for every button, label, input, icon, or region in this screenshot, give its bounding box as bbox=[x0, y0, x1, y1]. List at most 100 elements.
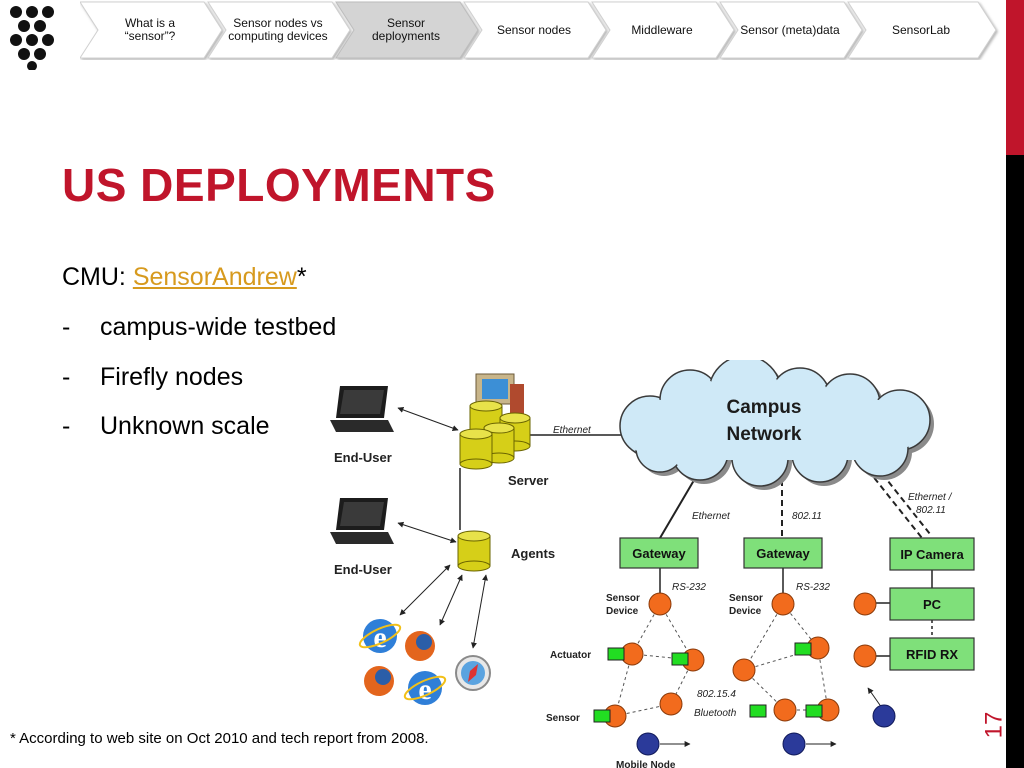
nav-item-label: Sensor (meta)data bbox=[740, 22, 840, 37]
mobile-node bbox=[782, 732, 806, 756]
ethernet-wifi-label: Ethernet / bbox=[908, 492, 953, 503]
nav-item-label: Middleware bbox=[631, 22, 693, 37]
gateway-box bbox=[619, 537, 699, 569]
sensor-device-label: Sensor bbox=[729, 593, 763, 604]
sensor-box bbox=[749, 704, 767, 718]
rfid-box bbox=[889, 637, 975, 671]
cloud-label: Network bbox=[727, 424, 802, 445]
wifi-label: 802.11 bbox=[792, 511, 822, 522]
gateway-label: Gateway bbox=[632, 546, 686, 561]
intro-line: CMU: SensorAndrew* bbox=[62, 263, 307, 292]
sensor-device-label: Device bbox=[606, 606, 639, 617]
browser-agents-arrow bbox=[470, 574, 489, 649]
browser-agents-arrow bbox=[399, 564, 451, 616]
nav-chevron-shapes bbox=[80, 1, 997, 59]
sensor-box bbox=[593, 709, 611, 723]
ip-camera-label: IP Camera bbox=[900, 547, 964, 562]
slide-number-text: 17 bbox=[980, 712, 1007, 739]
mobile-node bbox=[872, 704, 896, 728]
laptop-icon bbox=[330, 386, 394, 432]
pc-box bbox=[889, 587, 975, 621]
slide-title: US DEPLOYMENTS bbox=[62, 159, 496, 211]
zigbee-label: 802.15.4 bbox=[697, 689, 736, 700]
bullet-item: Firefly nodes bbox=[100, 363, 244, 391]
mobile-node-arrow bbox=[867, 687, 883, 709]
ethernet-label: Ethernet bbox=[553, 425, 592, 436]
network-diagram: End-User End-User Server Ethernet Agents… bbox=[330, 360, 975, 768]
nav-item-sensor-nodes[interactable]: Sensor nodes bbox=[482, 0, 586, 60]
top-navigation: What is a “sensor”? Sensor nodes vs comp… bbox=[80, 0, 1000, 60]
actuator-box bbox=[607, 647, 625, 661]
mobile-node bbox=[636, 732, 660, 756]
rs232-label: RS-232 bbox=[796, 582, 830, 593]
bullet-item: Unknown scale bbox=[100, 412, 270, 440]
logo-icon bbox=[10, 6, 54, 70]
side-bar-black bbox=[1006, 0, 1024, 768]
server-label: Server bbox=[508, 473, 548, 488]
intro-suffix: * bbox=[296, 263, 307, 291]
rfid-label: RFID RX bbox=[906, 647, 958, 662]
database-icon bbox=[459, 400, 531, 470]
database-icon bbox=[457, 530, 491, 572]
browser-agents-arrow bbox=[439, 574, 463, 626]
nav-item-label: SensorLab bbox=[891, 22, 951, 37]
firefox-icon bbox=[405, 631, 435, 661]
sensor-label: Sensor bbox=[546, 713, 580, 724]
internet-explorer-icon: e bbox=[403, 671, 447, 706]
sensor-node bbox=[659, 692, 683, 716]
sensor-node bbox=[771, 592, 795, 616]
bullet-dash: - bbox=[62, 412, 71, 440]
agents-label: Agents bbox=[511, 546, 555, 561]
nav-item-middleware[interactable]: Middleware bbox=[610, 0, 714, 60]
mobile-node-label: Mobile Node bbox=[616, 760, 676, 768]
rs232-label: RS-232 bbox=[672, 582, 706, 593]
sensorandrew-link[interactable]: SensorAndrew bbox=[132, 263, 297, 291]
actuator-box bbox=[671, 652, 689, 666]
safari-icon bbox=[455, 655, 491, 691]
bullet-dash: - bbox=[62, 363, 71, 391]
firefox-icon bbox=[364, 666, 394, 696]
sensor-node bbox=[732, 658, 756, 682]
footnote: * According to web site on Oct 2010 and … bbox=[10, 730, 429, 747]
bullet-item: campus-wide testbed bbox=[100, 313, 337, 341]
nav-item-sensorlab[interactable]: SensorLab bbox=[866, 0, 976, 60]
nav-item-label: Sensor nodes vs computing devices bbox=[228, 16, 328, 43]
server-computer-icon bbox=[475, 373, 524, 414]
nav-item-sensor-nodes-vs-computing[interactable]: Sensor nodes vs computing devices bbox=[226, 0, 330, 60]
sensor-node bbox=[648, 592, 672, 616]
enduser-agents-arrow bbox=[397, 521, 457, 544]
mesh-links bbox=[614, 603, 829, 717]
bullet-dash: - bbox=[62, 313, 71, 341]
gateway-label: Gateway bbox=[756, 546, 810, 561]
cloud-camera-link-a bbox=[867, 469, 923, 539]
nav-item-label: What is a “sensor”? bbox=[124, 16, 176, 43]
nav-item-label: Sensor nodes bbox=[496, 22, 572, 37]
sensor-node bbox=[773, 698, 797, 722]
end-user-label: End-User bbox=[334, 450, 392, 465]
intro-prefix: CMU: bbox=[62, 263, 133, 291]
internet-explorer-icon: e bbox=[358, 619, 402, 654]
sensor-device-label: Sensor bbox=[606, 593, 640, 604]
sensor-box bbox=[805, 704, 823, 718]
end-user-label: End-User bbox=[334, 562, 392, 577]
ethernet-wifi-label: 802.11 bbox=[916, 505, 946, 516]
ethernet-label: Ethernet bbox=[692, 511, 731, 522]
nav-item-what-is-a-sensor[interactable]: What is a “sensor”? bbox=[98, 0, 202, 60]
actuator-box bbox=[794, 642, 812, 656]
sensor-device-label: Device bbox=[729, 606, 762, 617]
laptop-icon bbox=[330, 498, 394, 544]
ip-camera-box bbox=[889, 537, 975, 571]
enduser-server-arrow bbox=[397, 407, 459, 431]
cloud-label: Campus bbox=[727, 397, 802, 418]
pc-label: PC bbox=[923, 597, 942, 612]
side-bar-red bbox=[1006, 0, 1024, 155]
actuator-label: Actuator bbox=[550, 650, 591, 661]
nav-item-sensor-metadata[interactable]: Sensor (meta)data bbox=[738, 0, 842, 60]
gateway-box bbox=[743, 537, 823, 569]
sensor-node bbox=[853, 644, 877, 668]
bluetooth-label: Bluetooth bbox=[694, 708, 737, 719]
nav-item-sensor-deployments[interactable]: Sensor deployments bbox=[354, 0, 458, 60]
sensor-node bbox=[853, 592, 877, 616]
nav-item-label: Sensor deployments bbox=[371, 16, 441, 43]
campus-network-cloud bbox=[619, 360, 934, 490]
